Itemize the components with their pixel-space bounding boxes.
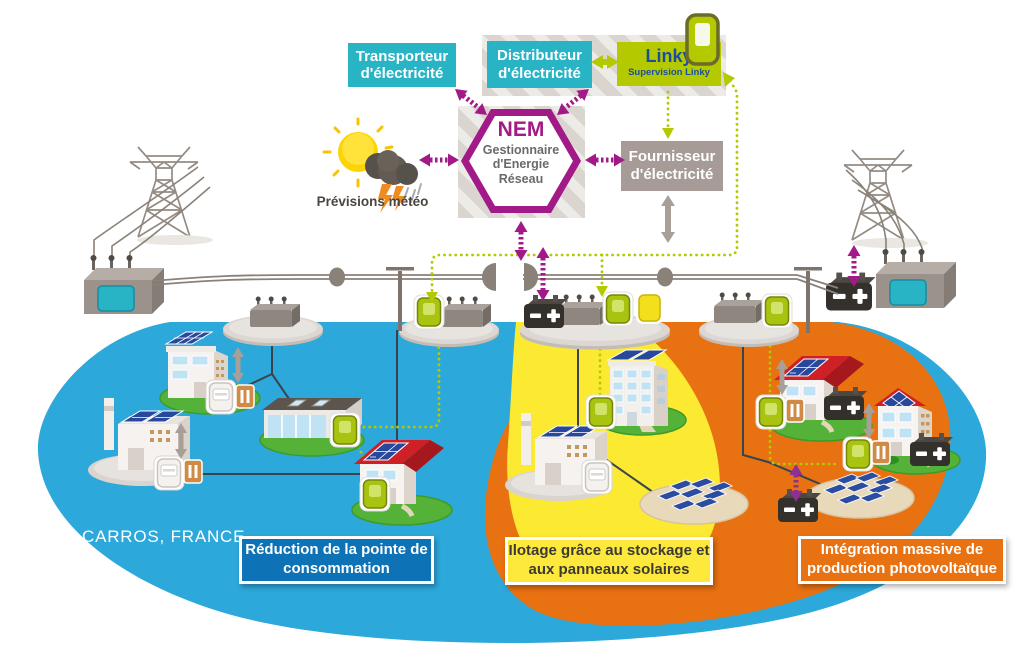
location-label: CARROS, FRANCE — [82, 527, 246, 546]
line-break-left — [482, 263, 496, 291]
pylon-shadow — [137, 235, 213, 245]
linky-meter-icon — [359, 476, 391, 512]
line-pole — [386, 267, 822, 333]
linky-meter-icon — [755, 394, 787, 430]
load-badge-icon — [785, 398, 805, 423]
linky-box: Linky Supervision Linky — [617, 42, 721, 86]
apartment-building — [597, 349, 687, 436]
nem-title: NEM — [497, 118, 545, 141]
nem-label: NEM Gestionnaire d'Energie Réseau — [451, 99, 591, 225]
battery-icon — [524, 295, 567, 328]
linky-meter-icon — [329, 412, 361, 448]
white-meter-icon — [153, 455, 185, 491]
hv-wires — [93, 166, 923, 260]
transformer-icon — [714, 292, 764, 323]
meter-square-yellow — [636, 292, 663, 324]
pylon-shadow — [852, 238, 928, 248]
load-badge-icon — [235, 384, 255, 409]
nem-subtitle: Gestionnaire d'Energie Réseau — [482, 143, 560, 186]
linky-meter-icon — [761, 293, 793, 329]
pylon-icon — [843, 149, 913, 241]
white-meter-icon — [581, 459, 613, 495]
transformer-icon — [441, 296, 491, 327]
fournisseur-box: Fournisseur d'électricité — [621, 141, 723, 191]
line-break-right — [524, 263, 538, 291]
substation-icon — [875, 248, 957, 309]
linky-meter-icon — [585, 394, 617, 430]
load-badge-icon — [871, 440, 891, 465]
linky-meter-icon — [413, 294, 445, 330]
load-badge-icon — [183, 459, 203, 484]
zone-label-orange: Intégration massive de production photov… — [798, 536, 1006, 584]
line-node — [329, 267, 345, 287]
transformer-icon — [250, 296, 300, 327]
linky-subtitle: Supervision Linky — [628, 67, 710, 78]
transporteur-box: Transporteur d'électricité — [348, 43, 456, 87]
linky-title: Linky — [645, 46, 693, 66]
linky-meter-icon — [842, 436, 874, 472]
sun-storm-cloud-icon — [322, 117, 422, 213]
white-meter-icon — [205, 379, 237, 415]
zone-label-yellow: Ilotage grâce au stockage et aux panneau… — [505, 537, 713, 585]
zone-label-blue: Réduction de la pointe de consommation — [239, 536, 434, 584]
linky-meter-icon — [602, 291, 634, 327]
line-node — [657, 267, 673, 287]
distributeur-box: Distributeur d'électricité — [487, 41, 592, 88]
meteo-label: Prévisions météo — [316, 194, 429, 209]
